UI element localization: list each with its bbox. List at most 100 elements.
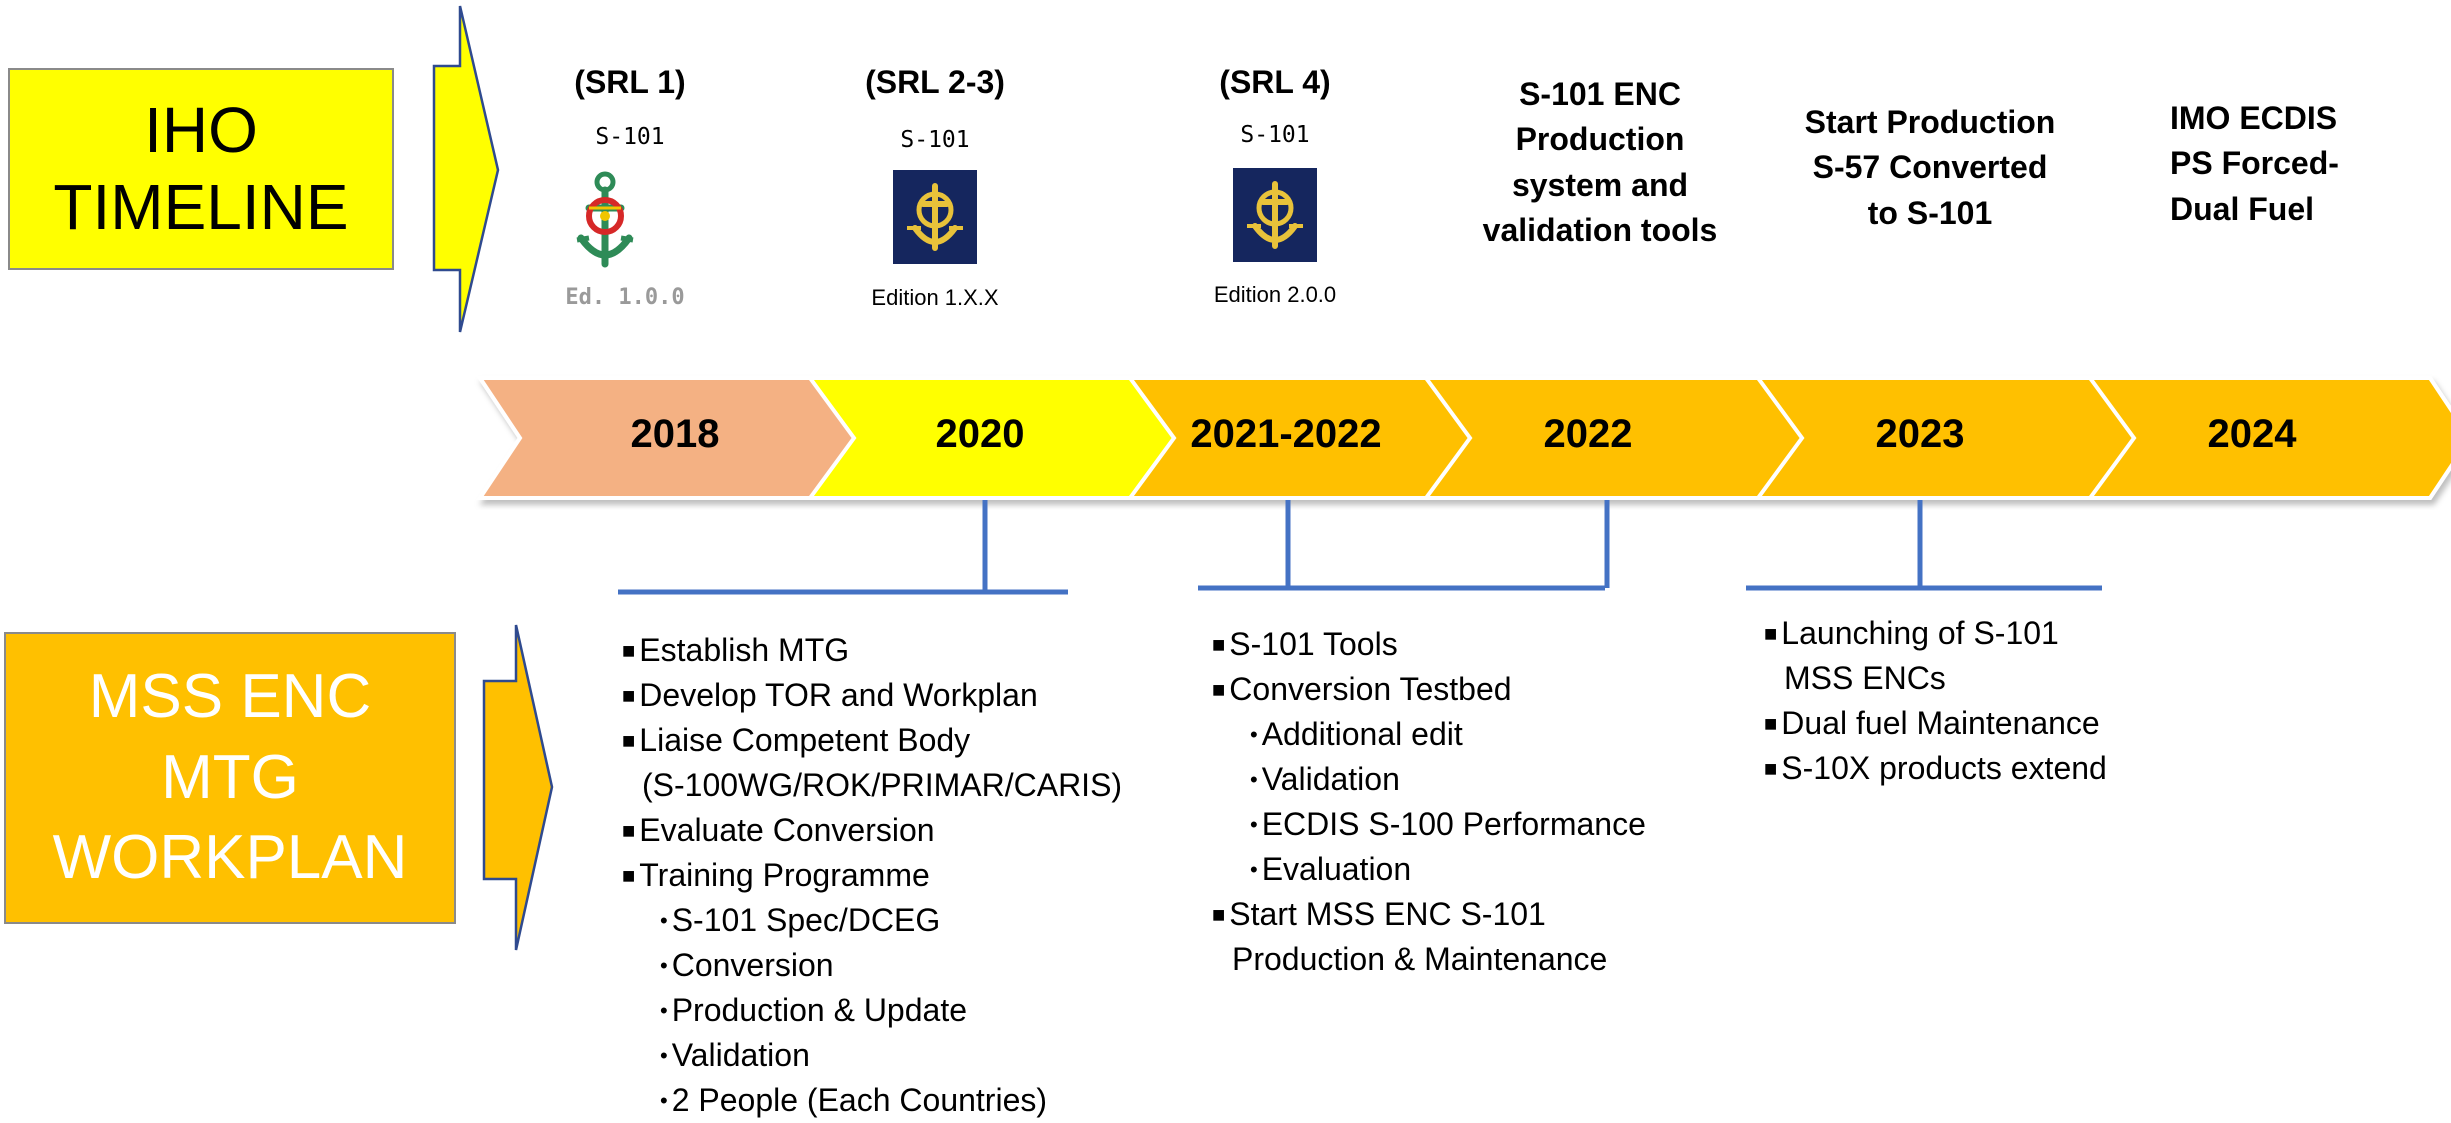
milestone-4-line2: Production (1515, 121, 1685, 158)
square-bullet-icon: ■ (1212, 632, 1226, 657)
workplan-item-text: Training Programme (639, 857, 930, 893)
workplan-item-text: Start MSS ENC S-101 (1229, 896, 1546, 932)
milestone-4-line4: validation tools (1482, 212, 1718, 249)
milestone-1-heading: (SRL 1) (574, 64, 686, 100)
mss-pointer-arrow (482, 624, 554, 951)
workplan-item-text: Validation (671, 1037, 810, 1073)
dot-bullet-icon: • (660, 998, 668, 1023)
workplan-item-text: Evaluation (1261, 851, 1412, 887)
workplan-item-text: (S-100WG/ROK/PRIMAR/CARIS) (642, 767, 1123, 803)
square-bullet-icon: ■ (1764, 621, 1778, 646)
milestone-4-line3: system and (1511, 166, 1689, 203)
iho-timeline-box: IHO TIMELINE (8, 68, 394, 270)
milestone-3-heading: (SRL 4) (1219, 64, 1331, 100)
workplan-item: ■Conversion Testbed (1212, 667, 1646, 712)
workplan-item: •Evaluation (1212, 847, 1646, 892)
workplan-item: •Additional edit (1212, 712, 1646, 757)
workplan-item-text: Additional edit (1261, 716, 1463, 752)
milestone-4-line1: S-101 ENC (1519, 76, 1681, 112)
dot-bullet-icon: • (660, 908, 668, 933)
workplan-connectors (618, 500, 2102, 595)
dot-bullet-icon: • (1250, 812, 1258, 837)
square-bullet-icon: ■ (622, 863, 636, 888)
milestone-5-line3: to S-101 (1867, 194, 1993, 231)
milestone-2-code: S-101 (900, 127, 970, 153)
milestone-6-line1: IMO ECDIS (2170, 100, 2338, 136)
workplan-item-text: 2 People (Each Countries) (671, 1082, 1048, 1118)
square-bullet-icon: ■ (622, 638, 636, 663)
workplan-item: •2 People (Each Countries) (622, 1078, 1122, 1123)
workplan-item: MSS ENCs (1764, 656, 2107, 701)
year-label-2021-2022: 2021-2022 (1190, 412, 1382, 456)
workplan-item: ■Training Programme (622, 853, 1122, 898)
square-bullet-icon: ■ (1764, 756, 1778, 781)
workplan-item: ■Establish MTG (622, 628, 1122, 673)
dot-bullet-icon: • (660, 1043, 668, 1068)
milestone-6-line2: PS Forced- (2170, 145, 2339, 182)
dot-bullet-icon: • (660, 1088, 668, 1113)
workplan-item: •Validation (622, 1033, 1122, 1078)
workplan-item: (S-100WG/ROK/PRIMAR/CARIS) (622, 763, 1122, 808)
workplan-item-text: Launching of S-101 (1781, 615, 2059, 651)
workplan-list-2021-2022: ■S-101 Tools■Conversion Testbed•Addition… (1212, 622, 1646, 982)
milestone-2-edition: Edition 1.X.X (871, 285, 999, 310)
workplan-item-text: Validation (1261, 761, 1400, 797)
workplan-item-text: Establish MTG (639, 632, 850, 668)
workplan-item: •S-101 Spec/DCEG (622, 898, 1122, 943)
year-label-2023: 2023 (1875, 412, 1965, 456)
workplan-item: ■Start MSS ENC S-101 (1212, 892, 1646, 937)
square-bullet-icon: ■ (622, 728, 636, 753)
square-bullet-icon: ■ (1764, 711, 1778, 736)
mss-box-line1: MSS ENC (88, 662, 372, 732)
workplan-item-text: Production & Update (671, 992, 967, 1028)
chevron-2018 (476, 376, 857, 500)
workplan-item-text: Evaluate Conversion (639, 812, 935, 848)
workplan-item: •Validation (1212, 757, 1646, 802)
workplan-item-text: Develop TOR and Workplan (639, 677, 1038, 713)
square-bullet-icon: ■ (1212, 677, 1226, 702)
square-bullet-icon: ■ (1212, 902, 1226, 927)
workplan-item: ■S-101 Tools (1212, 622, 1646, 667)
milestone-5-line1: Start Production (1804, 104, 2056, 140)
workplan-item: ■Dual fuel Maintenance (1764, 701, 2107, 746)
workplan-item-text: ECDIS S-100 Performance (1261, 806, 1646, 842)
milestone-1-edition: Ed. 1.0.0 (565, 285, 685, 310)
dot-bullet-icon: • (1250, 857, 1258, 882)
year-label-2024: 2024 (2207, 412, 2297, 456)
mss-box-line2: MTG (161, 742, 299, 812)
year-chevron-row (476, 376, 2451, 500)
year-label-2020: 2020 (935, 412, 1025, 456)
milestone-5-label: Start Production S-57 Converted to S-101 (1770, 100, 2090, 236)
milestone-4-label: S-101 ENC Production system and validati… (1430, 72, 1770, 254)
workplan-list-2020: ■Establish MTG■Develop TOR and Workplan■… (622, 628, 1122, 1123)
workplan-item-text: S-101 Spec/DCEG (671, 902, 941, 938)
workplan-item: ■Launching of S-101 (1764, 611, 2107, 656)
iho-anchor-navy-logo-icon (893, 170, 977, 264)
iho-box-line2: TIMELINE (53, 171, 349, 243)
square-bullet-icon: ■ (622, 818, 636, 843)
workplan-item-text: Conversion Testbed (1229, 671, 1512, 707)
milestone-5-line2: S-57 Converted (1812, 149, 2048, 186)
workplan-item-text: Conversion (671, 947, 834, 983)
iho-anchor-color-logo-icon (565, 168, 645, 276)
workplan-item-text: S-10X products extend (1781, 750, 2107, 786)
workplan-item: •ECDIS S-100 Performance (1212, 802, 1646, 847)
workplan-item: ■Liaise Competent Body (622, 718, 1122, 763)
milestone-6-line3: Dual Fuel (2170, 190, 2315, 227)
mss-workplan-box: MSS ENC MTG WORKPLAN (4, 632, 456, 924)
milestone-1-code: S-101 (595, 124, 665, 150)
year-label-2022: 2022 (1543, 412, 1633, 456)
workplan-item-text: Dual fuel Maintenance (1781, 705, 2100, 741)
milestone-6-label: IMO ECDIS PS Forced- Dual Fuel (2170, 96, 2400, 232)
mss-box-line3: WORKPLAN (52, 823, 408, 893)
iho-box-line1: IHO (144, 94, 258, 167)
workplan-item: •Production & Update (622, 988, 1122, 1033)
square-bullet-icon: ■ (622, 683, 636, 708)
workplan-item-text: Production & Maintenance (1232, 941, 1608, 977)
workplan-item-text: S-101 Tools (1229, 626, 1398, 662)
workplan-item: Production & Maintenance (1212, 937, 1646, 982)
iho-pointer-arrow (432, 5, 500, 333)
workplan-item-text: Liaise Competent Body (639, 722, 971, 758)
iho-anchor-navy-logo-icon (1233, 168, 1317, 262)
